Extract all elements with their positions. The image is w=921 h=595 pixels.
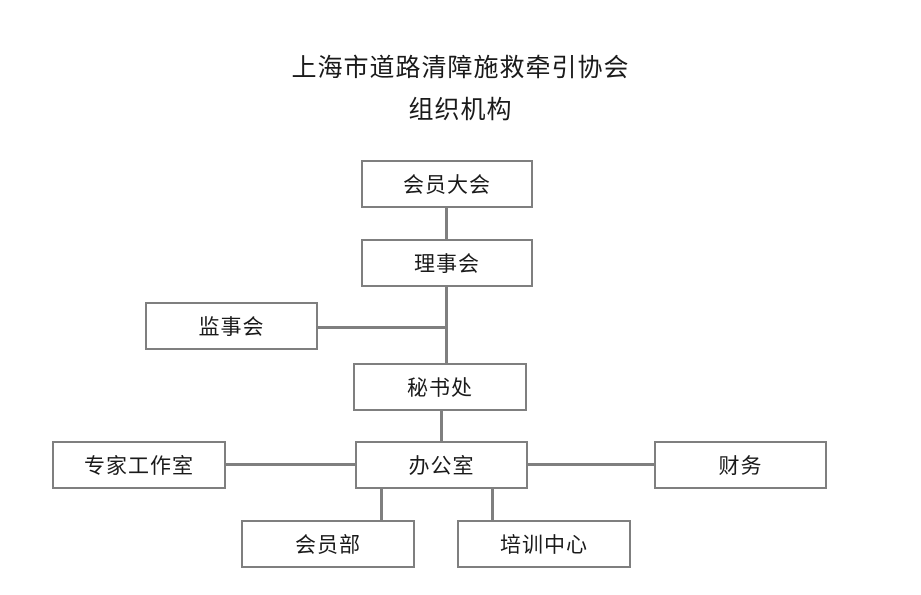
node-membership-department[interactable]: 会员部	[241, 520, 415, 568]
node-secretariat[interactable]: 秘书处	[353, 363, 527, 411]
connector-office-to-finance	[526, 463, 656, 466]
node-expert-studio[interactable]: 专家工作室	[52, 441, 226, 489]
connector-supervisory-to-board	[316, 326, 447, 329]
connector-board-to-secretariat	[445, 285, 448, 365]
connector-secretariat-to-office	[440, 409, 443, 443]
chart-title-line-2: 组织机构	[408, 97, 513, 124]
connector-assembly-to-board	[445, 206, 448, 241]
node-supervisory-board[interactable]: 监事会	[145, 302, 318, 350]
node-board-of-directors[interactable]: 理事会	[361, 239, 533, 287]
connector-office-to-membership	[380, 487, 383, 522]
node-finance[interactable]: 财务	[654, 441, 827, 489]
node-general-assembly[interactable]: 会员大会	[361, 160, 533, 208]
connector-office-to-expert-studio	[224, 463, 357, 466]
connector-office-to-training	[491, 487, 494, 522]
chart-title-line-1: 上海市道路清障施救牵引协会	[291, 55, 630, 82]
node-office[interactable]: 办公室	[355, 441, 528, 489]
node-training-center[interactable]: 培训中心	[457, 520, 631, 568]
